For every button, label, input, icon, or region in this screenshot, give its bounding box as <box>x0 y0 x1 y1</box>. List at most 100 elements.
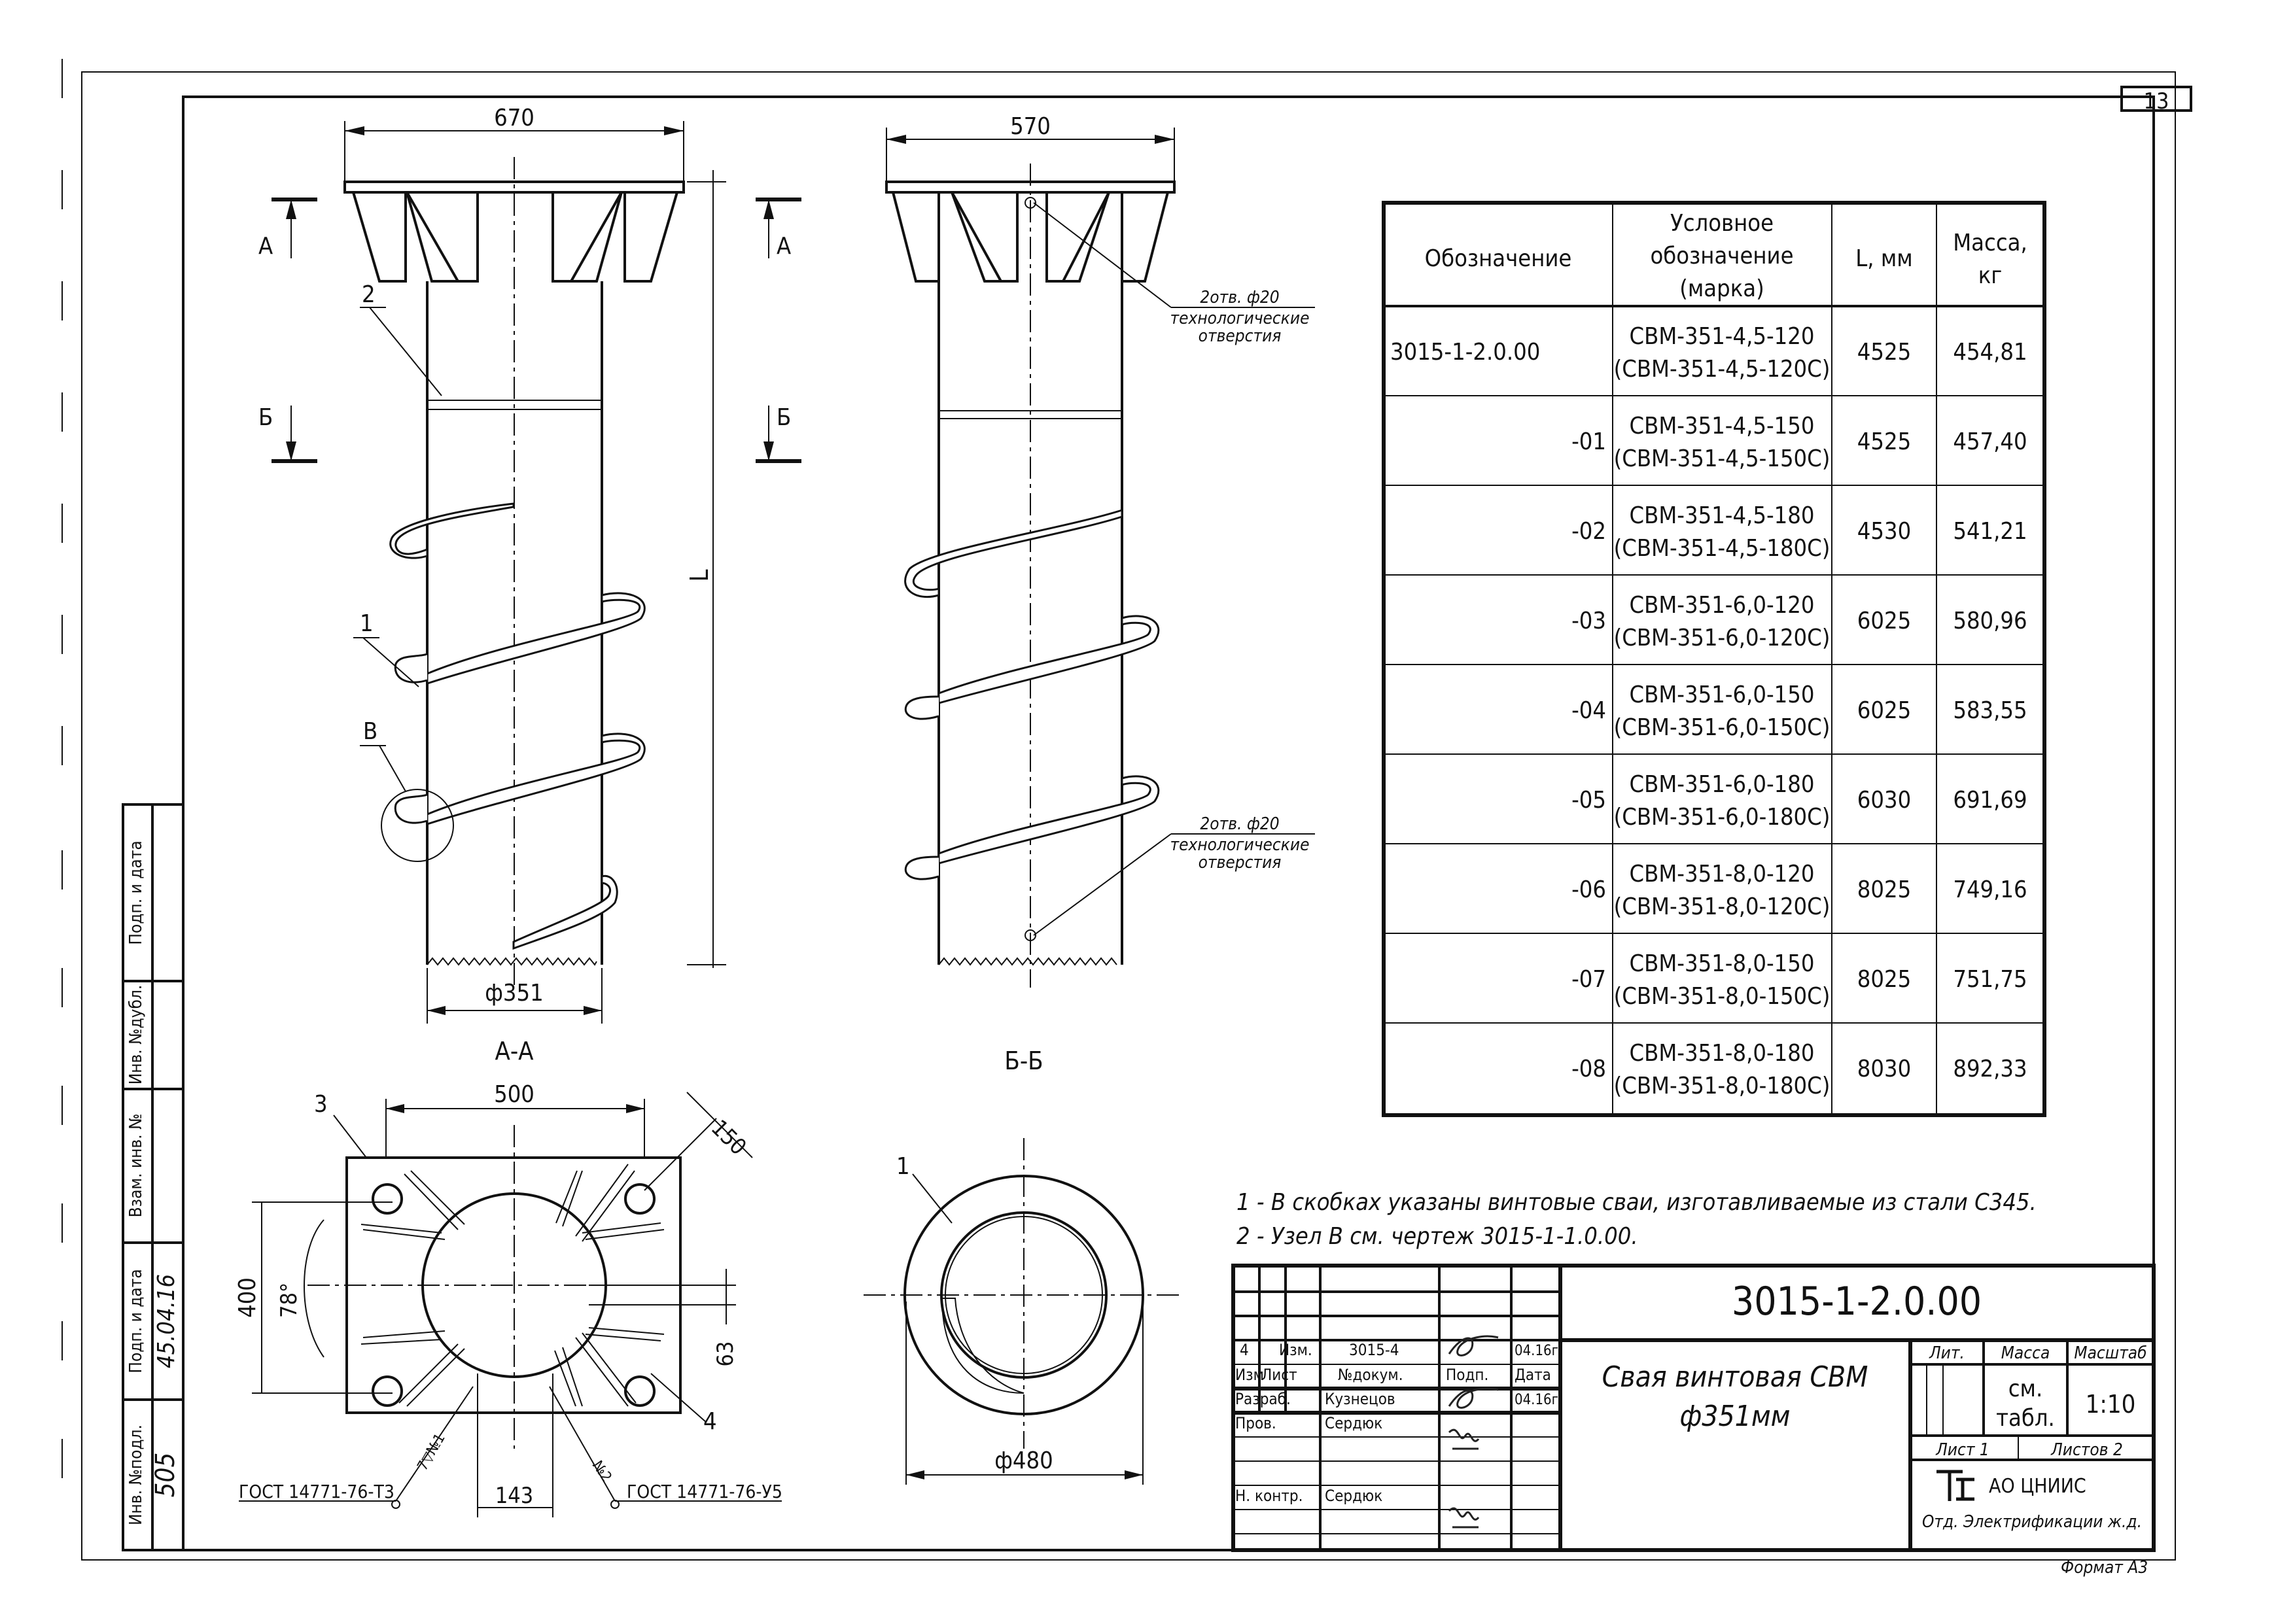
rev-date: 04.16г. <box>1515 1343 1562 1359</box>
title-line-1: Свая винтовая СВМ <box>1602 1360 1868 1394</box>
row-mark: СВМ-351-6,0-120 <box>1630 592 1815 619</box>
strip-label-sign2: Подп. и дата <box>126 840 146 944</box>
row-mark: СВМ-351-8,0-150 <box>1630 950 1815 977</box>
row-mark: СВМ-351-4,5-150 <box>1630 413 1815 440</box>
rev-doc: 3015-4 <box>1349 1341 1399 1359</box>
dim-outer-diameter: ф480 <box>994 1447 1053 1474</box>
col-izm: Изм <box>1235 1366 1264 1384</box>
signature-4 <box>1448 1507 1480 1529</box>
col-list: Лист <box>1261 1366 1297 1384</box>
dim-143: 143 <box>495 1483 533 1509</box>
row-length: 4530 <box>1857 518 1911 545</box>
section-a-right: А <box>777 233 791 260</box>
dim-plate-height: 400 <box>234 1277 261 1318</box>
col-date: Дата <box>1515 1366 1551 1384</box>
strip-date-value: 45.04.16 <box>153 1274 180 1368</box>
row-mass: 892,33 <box>1953 1056 2027 1082</box>
row-length: 6025 <box>1857 697 1911 724</box>
holes-note-bottom-3: отверстия <box>1199 853 1282 872</box>
gost-right: ГОСТ 14771-76-У5 <box>627 1481 782 1502</box>
col-sign: Подп. <box>1446 1366 1488 1384</box>
row-mass: 583,55 <box>1953 697 2027 724</box>
node-v-label: В <box>363 718 377 745</box>
weld-1-label: 7▽№1 <box>415 1431 449 1474</box>
side-strip: Инв. №подл. Подп. и дата Взам. инв. № Ин… <box>122 803 184 1551</box>
th-mark-3: (марка) <box>1679 275 1764 302</box>
row-code: -01 <box>1571 428 1606 455</box>
row-mass: 751,75 <box>1953 966 2027 993</box>
row-mark: СВМ-351-4,5-120 <box>1630 323 1815 350</box>
dim-length: L <box>685 569 714 581</box>
table-rows: 3015-1-2.0.00СВМ-351-4,5-120(СВМ-351-4,5… <box>1390 323 2027 1099</box>
mass-label: Масса <box>2001 1343 2050 1363</box>
section-bb: Б-Б ф480 1 <box>864 1046 1184 1485</box>
org-line-1: АО ЦНИИС <box>1989 1475 2086 1498</box>
row-mark: СВМ-351-8,0-180 <box>1630 1040 1815 1067</box>
inner-frame <box>182 95 2155 1551</box>
pos-4-label: 4 <box>703 1408 717 1435</box>
row-length: 8030 <box>1857 1056 1911 1082</box>
th-mark-2: обозначение <box>1650 243 1793 269</box>
row-mark: СВМ-351-6,0-180 <box>1630 771 1815 798</box>
lit-label: Лит. <box>1929 1343 1965 1363</box>
section-aa-title: А-А <box>495 1037 534 1065</box>
dim-63: 63 <box>712 1341 739 1367</box>
row-mass: 541,21 <box>1953 518 2027 545</box>
row-mark-c: (СВМ-351-6,0-120С) <box>1614 625 1831 651</box>
row-mark-c: (СВМ-351-8,0-150С) <box>1614 983 1831 1010</box>
th-code: Обозначение <box>1425 245 1572 272</box>
scale-label: Масштаб <box>2074 1343 2146 1363</box>
row-mass: 580,96 <box>1953 608 2027 634</box>
sheet-number-box <box>2120 86 2192 112</box>
row-mark-c: (СВМ-351-6,0-150С) <box>1614 714 1831 741</box>
pos-2-label: 2 <box>362 281 376 308</box>
dim-side-width: 570 <box>1010 113 1051 140</box>
row-length: 8025 <box>1857 966 1911 993</box>
strip-label-sign1: Подп. и дата <box>126 1269 146 1373</box>
rev-label: Изм. <box>1279 1341 1312 1359</box>
th-mass-2: кг <box>1978 262 2003 289</box>
row-code: -05 <box>1571 787 1606 814</box>
dim-front-width: 670 <box>494 105 534 131</box>
org-logo <box>1936 1470 1974 1501</box>
org-line-2: Отд. Электрификации ж.д. <box>1922 1512 2142 1532</box>
section-b-left: Б <box>258 404 273 431</box>
row-code: -08 <box>1571 1056 1606 1082</box>
row-length: 6030 <box>1857 787 1911 814</box>
row-mark-c: (СВМ-351-6,0-180С) <box>1614 804 1831 831</box>
gost-left: ГОСТ 14771-76-Т3 <box>239 1481 394 1502</box>
sheets-label: Листов 2 <box>2050 1440 2123 1460</box>
row-mark-c: (СВМ-351-4,5-120С) <box>1614 356 1831 383</box>
razrab-name: Кузнецов <box>1325 1390 1395 1408</box>
mass-value-1: см. <box>2008 1375 2043 1402</box>
mass-value-2: табл. <box>1996 1405 2055 1432</box>
row-mark: СВМ-351-4,5-180 <box>1630 502 1815 529</box>
row-code: -06 <box>1571 876 1606 903</box>
strip-label-inv: Инв. №подл. <box>126 1425 146 1525</box>
note-1: 1 - В скобках указаны винтовые сваи, изг… <box>1236 1189 2037 1216</box>
outer-frame <box>81 71 2176 1561</box>
scale-value: 1:10 <box>2086 1390 2136 1419</box>
note-2: 2 - Узел В см. чертеж 3015-1-1.0.00. <box>1236 1223 1638 1250</box>
strip-label-dubl: Инв. №дубл. <box>126 985 146 1085</box>
section-a-left: А <box>258 233 273 260</box>
signature-1 <box>1448 1335 1499 1356</box>
strip-inv-value: 505 <box>150 1453 181 1498</box>
row-mass: 454,81 <box>1953 339 2027 366</box>
row-mass: 457,40 <box>1953 428 2027 455</box>
razrab-label: Разраб. <box>1235 1390 1291 1408</box>
front-view: 670 L ф351 <box>258 105 801 1024</box>
row-length: 6025 <box>1857 608 1911 634</box>
section-aa: А-А 500 400 78° 150 <box>234 1037 782 1517</box>
row-mass: 749,16 <box>1953 876 2027 903</box>
title-line-2: ф351мм <box>1679 1400 1790 1433</box>
row-mark-c: (СВМ-351-8,0-180С) <box>1614 1073 1831 1099</box>
nkontr-label: Н. контр. <box>1235 1487 1303 1505</box>
holes-note-top-2: технологические <box>1170 309 1309 328</box>
nkontr-name: Сердюк <box>1325 1487 1382 1505</box>
side-view: 570 2отв. ф20 технологические отверстия … <box>885 113 1315 988</box>
row-code: -07 <box>1571 966 1606 993</box>
rev-num: 4 <box>1240 1341 1249 1359</box>
format-label: Формат А3 <box>2061 1558 2148 1578</box>
row-code: -04 <box>1571 697 1606 724</box>
